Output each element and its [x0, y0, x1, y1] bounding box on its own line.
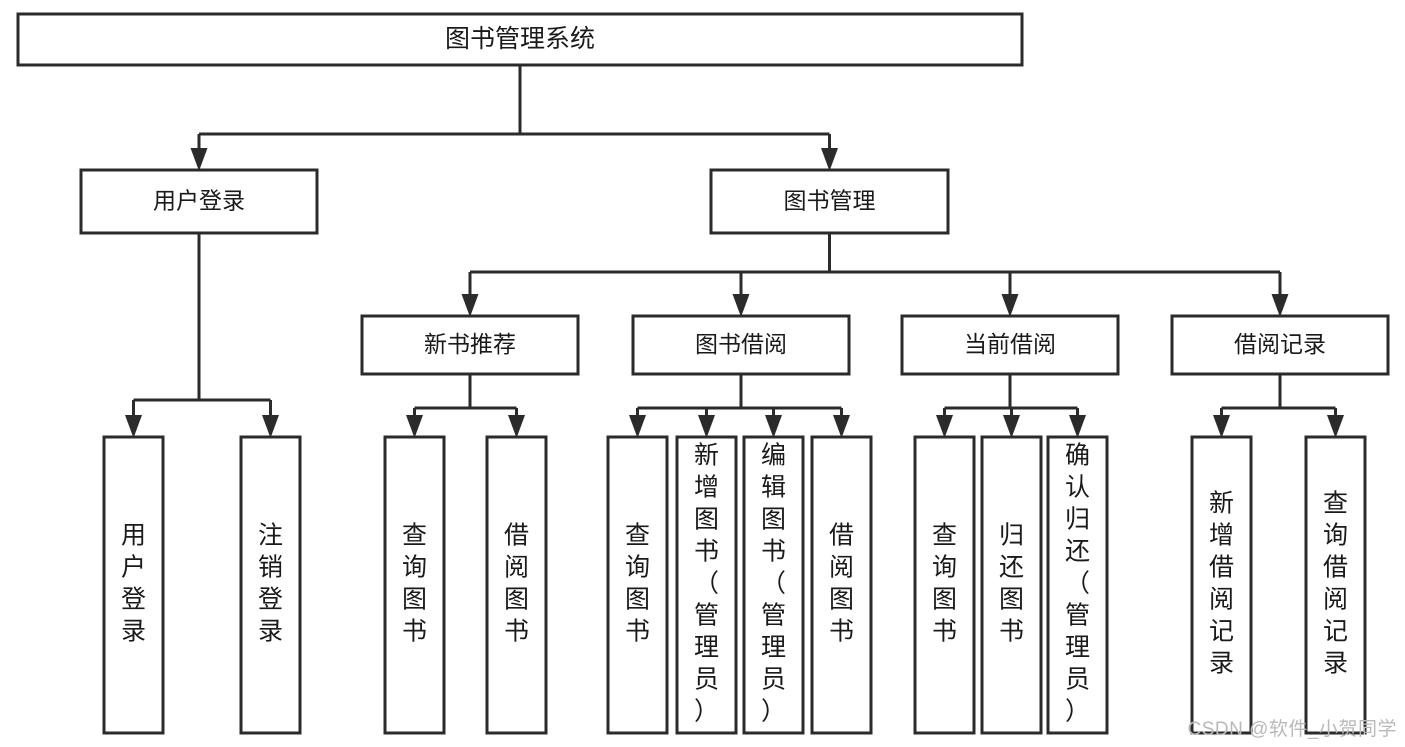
- node-box-leaf-add-borrow-record: [1190, 435, 1253, 735]
- node-box-user-login: [79, 168, 319, 235]
- arrow-head-leaf-borrow-book-2: [833, 415, 850, 438]
- node-box-book-borrow: [631, 314, 851, 376]
- node-leaf-borrow-book-2[interactable]: 借阅图书: [810, 435, 873, 735]
- node-label-leaf-user-login: 用户登录: [121, 522, 146, 646]
- arrow-head-leaf-user-login: [125, 415, 142, 438]
- node-label-leaf-return-book: 归还图书: [999, 522, 1024, 646]
- node-box-leaf-borrow-book-1: [485, 435, 548, 735]
- node-label-borrow-record: 借阅记录: [1234, 331, 1326, 357]
- node-leaf-query-borrow-record[interactable]: 查询借阅记录: [1304, 435, 1367, 735]
- node-leaf-user-login[interactable]: 用户登录: [102, 435, 165, 735]
- arrow-head-leaf-query-book-2: [629, 415, 646, 438]
- edge-layer: [125, 65, 1344, 438]
- node-leaf-add-borrow-record[interactable]: 新增借阅记录: [1190, 435, 1253, 735]
- node-box-leaf-user-login: [102, 435, 165, 735]
- arrow-head-leaf-query-borrow-record: [1327, 415, 1344, 438]
- arrow-head-leaf-add-borrow-record: [1213, 415, 1230, 438]
- node-label-current-borrow: 当前借阅: [964, 331, 1056, 357]
- node-box-leaf-return-book: [980, 435, 1043, 735]
- arrow-head-leaf-edit-book-admin: [765, 415, 782, 438]
- node-label-leaf-edit-book-admin: 编辑图书（管理员）: [761, 442, 786, 726]
- arrow-head-new-book-rec: [461, 294, 479, 317]
- node-box-leaf-query-book-3: [913, 435, 976, 735]
- node-layer: 图书管理系统用户登录图书管理新书推荐图书借阅当前借阅借阅记录用户登录注销登录查询…: [16, 12, 1390, 735]
- node-label-user-login: 用户登录: [153, 188, 245, 214]
- arrow-head-leaf-user-logout: [262, 415, 279, 438]
- csdn-watermark: CSDN @软件_小贺同学: [1187, 719, 1397, 740]
- node-box-leaf-add-book-admin: [675, 435, 738, 735]
- arrow-head-leaf-confirm-return-admin: [1069, 415, 1086, 438]
- node-leaf-query-book-1[interactable]: 查询图书: [383, 435, 446, 735]
- node-box-new-book-rec: [360, 314, 580, 376]
- node-label-leaf-user-logout: 注销登录: [258, 522, 283, 646]
- node-user-login[interactable]: 用户登录: [79, 168, 319, 235]
- node-label-leaf-query-book-2: 查询图书: [625, 522, 650, 646]
- arrow-head-leaf-add-book-admin: [698, 415, 715, 438]
- arrow-head-current-borrow: [1001, 294, 1019, 317]
- node-box-leaf-borrow-book-2: [810, 435, 873, 735]
- node-label-leaf-borrow-book-1: 借阅图书: [504, 522, 529, 646]
- node-box-current-borrow: [900, 314, 1120, 376]
- node-book-manage[interactable]: 图书管理: [709, 168, 950, 235]
- node-leaf-user-logout[interactable]: 注销登录: [239, 435, 302, 735]
- node-label-leaf-query-borrow-record: 查询借阅记录: [1323, 490, 1348, 678]
- node-root[interactable]: 图书管理系统: [16, 12, 1024, 67]
- node-label-leaf-query-book-3: 查询图书: [932, 522, 957, 646]
- node-new-book-rec[interactable]: 新书推荐: [360, 314, 580, 376]
- node-box-leaf-edit-book-admin: [742, 435, 805, 735]
- arrow-head-borrow-record: [1271, 294, 1289, 317]
- node-label-leaf-add-borrow-record: 新增借阅记录: [1209, 490, 1234, 678]
- node-leaf-edit-book-admin[interactable]: 编辑图书（管理员）: [742, 435, 805, 735]
- node-leaf-add-book-admin[interactable]: 新增图书（管理员）: [675, 435, 738, 735]
- node-label-leaf-confirm-return-admin: 确认归还（管理员）: [1065, 442, 1090, 726]
- node-borrow-record[interactable]: 借阅记录: [1170, 314, 1390, 376]
- node-leaf-query-book-2[interactable]: 查询图书: [606, 435, 669, 735]
- node-current-borrow[interactable]: 当前借阅: [900, 314, 1120, 376]
- node-leaf-confirm-return-admin[interactable]: 确认归还（管理员）: [1046, 435, 1109, 735]
- node-leaf-query-book-3[interactable]: 查询图书: [913, 435, 976, 735]
- node-book-borrow[interactable]: 图书借阅: [631, 314, 851, 376]
- node-box-book-manage: [709, 168, 950, 235]
- node-box-leaf-query-book-1: [383, 435, 446, 735]
- arrow-head-leaf-query-book-3: [936, 415, 953, 438]
- node-label-leaf-add-book-admin: 新增图书（管理员）: [694, 442, 719, 726]
- node-label-book-borrow: 图书借阅: [695, 331, 787, 357]
- node-label-new-book-rec: 新书推荐: [424, 331, 516, 357]
- node-leaf-borrow-book-1[interactable]: 借阅图书: [485, 435, 548, 735]
- node-leaf-return-book[interactable]: 归还图书: [980, 435, 1043, 735]
- node-box-leaf-confirm-return-admin: [1046, 435, 1109, 735]
- arrow-head-leaf-borrow-book-1: [508, 415, 525, 438]
- arrow-head-leaf-return-book: [1003, 415, 1020, 438]
- arrow-head-book-manage: [821, 148, 838, 171]
- node-box-borrow-record: [1170, 314, 1390, 376]
- node-box-leaf-query-book-2: [606, 435, 669, 735]
- arrow-head-book-borrow: [732, 294, 750, 317]
- node-label-book-manage: 图书管理: [784, 188, 876, 214]
- arrow-head-user-login: [190, 148, 208, 171]
- node-box-root: [16, 12, 1024, 67]
- node-label-leaf-query-book-1: 查询图书: [402, 522, 427, 646]
- node-label-root: 图书管理系统: [445, 25, 595, 53]
- node-label-leaf-borrow-book-2: 借阅图书: [829, 522, 854, 646]
- arrow-head-leaf-query-book-1: [406, 415, 423, 438]
- node-box-leaf-user-logout: [239, 435, 302, 735]
- node-box-leaf-query-borrow-record: [1304, 435, 1367, 735]
